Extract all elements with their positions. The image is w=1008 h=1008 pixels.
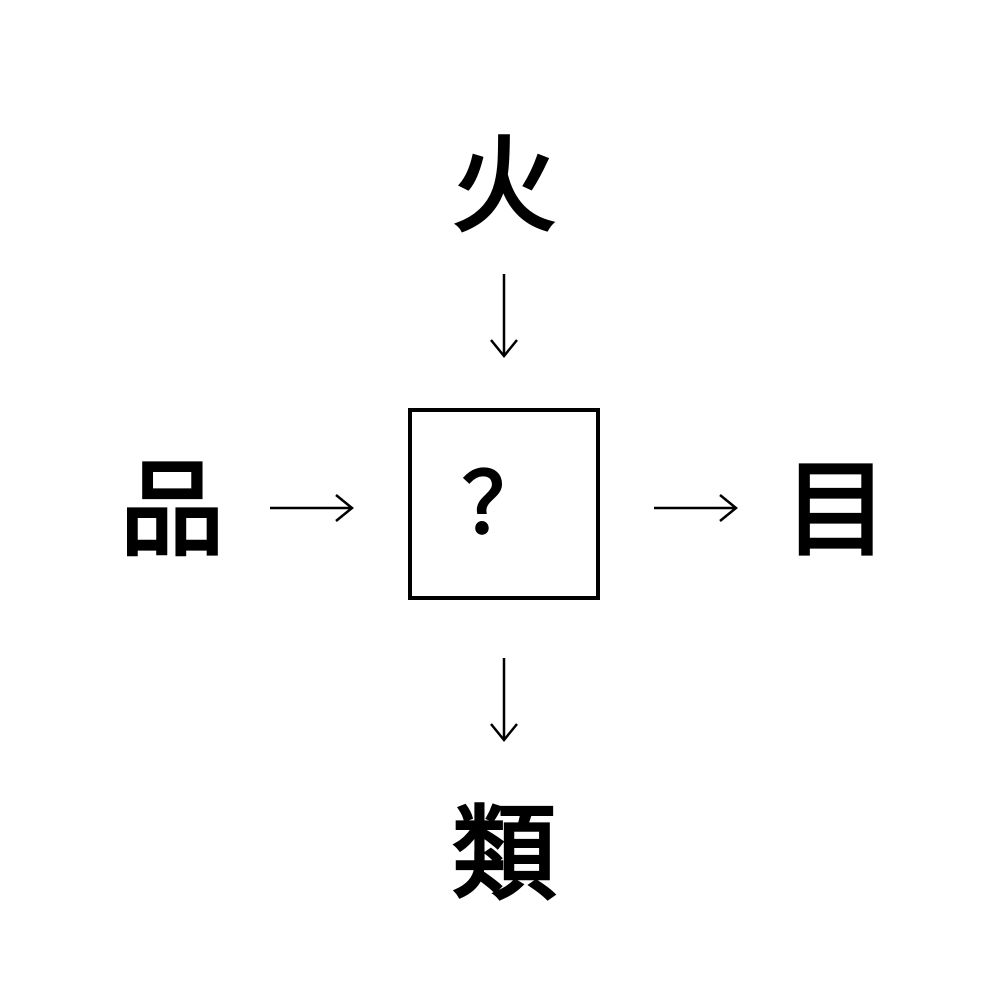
top-kanji: 火 xyxy=(451,125,556,247)
bottom-kanji: 類 xyxy=(451,793,556,915)
right-kanji: 目 xyxy=(783,449,888,571)
answer-box: ？ xyxy=(408,408,600,600)
right-arrow-left xyxy=(270,494,354,522)
question-mark: ？ xyxy=(461,455,546,553)
left-kanji: 品 xyxy=(119,449,224,571)
right-arrow-right xyxy=(654,494,738,522)
down-arrow-top xyxy=(490,274,518,358)
down-arrow-bottom xyxy=(490,658,518,742)
